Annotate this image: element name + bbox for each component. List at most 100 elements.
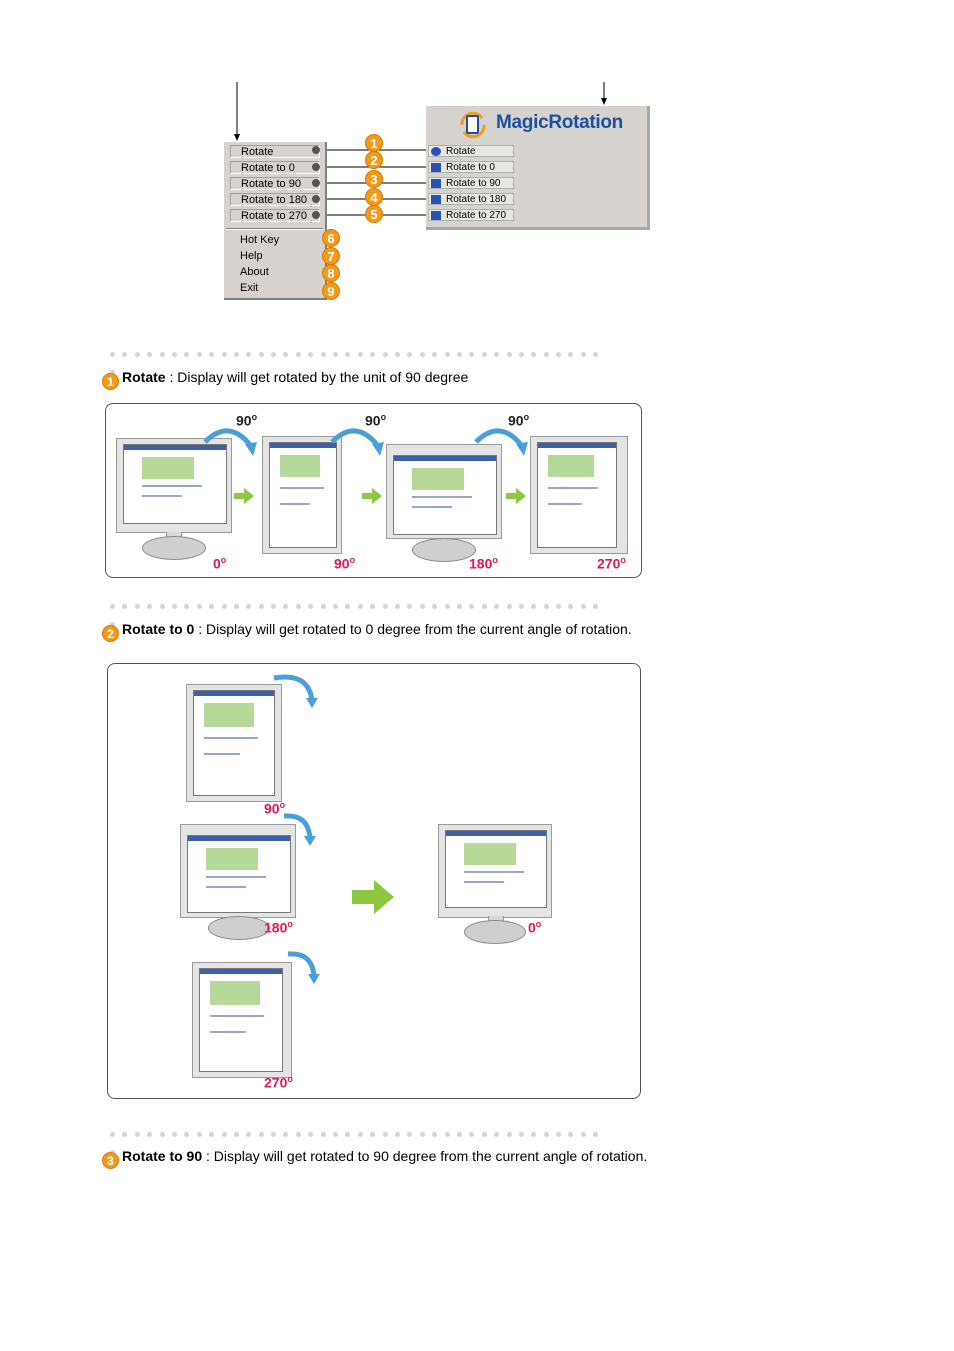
separator-dot [333,604,339,609]
separator-dot [556,352,562,357]
separator-dot [568,1132,574,1137]
separator-dot [543,352,549,357]
monitor-0-icon [431,163,441,172]
separator-dot [432,352,438,357]
separator-dot [258,604,264,609]
menu-connector-dots [312,146,320,219]
separator-dot [481,604,487,609]
separator-dot [295,604,301,609]
separator-dot [110,622,115,627]
separator-dot [147,1132,153,1137]
section-title: Rotate [122,369,166,385]
separator-dot [147,604,153,609]
monitor-stand [208,916,270,940]
separator-dot [196,604,202,609]
mr-item-rotate-to-180[interactable]: Rotate to 180 [428,193,514,205]
menu-item-rotate-to-90[interactable]: Rotate to 90 [230,177,320,190]
mr-item-rotate-to-0[interactable]: Rotate to 0 [428,161,514,173]
separator-dot [171,604,177,609]
menu-item-rotate-to-270[interactable]: Rotate to 270 [230,209,320,222]
separator-dot [543,1132,549,1137]
menu-item-rotate-to-180[interactable]: Rotate to 180 [230,193,320,206]
separator-dot [370,604,376,609]
badge-5: 5 [365,205,383,223]
section-description: : Display will get rotated to 0 degree f… [194,621,632,637]
menu-item-exit[interactable]: Exit [240,282,259,294]
degree-label-bottom: 90o [334,555,356,572]
monitor-portrait-270 [192,962,292,1078]
mr-item-rotate[interactable]: Rotate [428,145,514,157]
separator-dot [233,352,239,357]
badge-2: 2 [365,151,383,169]
separator-dot [580,352,586,357]
rotation-arrow-icon [287,951,320,984]
dotted-separator [110,596,610,627]
separator-dot [382,352,388,357]
separator-dot [171,1132,177,1137]
separator-dot [271,1132,277,1137]
separator-dot [134,604,140,609]
menu-item-rotate[interactable]: Rotate [230,145,320,158]
separator-dot [110,1132,115,1137]
separator-dot [320,352,326,357]
separator-dot [456,604,462,609]
rotation-arrow-icon [283,813,316,846]
rotation-arrow-icon [330,428,384,456]
separator-dot [110,604,115,609]
separator-dot [122,1132,128,1137]
separator-dot [593,1132,599,1137]
section-title: Rotate to 0 [122,621,195,637]
degree-label: 0o [528,919,542,936]
arrow-right-icon [506,488,526,504]
separator-dot [568,352,574,357]
separator-dot [283,1132,289,1137]
separator-dot [531,604,537,609]
separator-dot [518,604,524,609]
mr-item-rotate-to-270[interactable]: Rotate to 270 [428,209,514,221]
rotate-icon [431,147,441,156]
separator-dot [184,352,190,357]
menu-item-rotate-to-0[interactable]: Rotate to 0 [230,161,320,174]
separator-dot [271,352,277,357]
separator-dot [456,1132,462,1137]
separator-dot [394,1132,400,1137]
section-badge: 2 [102,625,119,642]
rotate-to-0-illustration-panel: 90o 180o 270o 0o [107,663,641,1099]
separator-dot [357,352,363,357]
menu-item-hot-key[interactable]: Hot Key [240,234,280,246]
monitor-screen [187,835,291,913]
degree-label-top: 90o [508,412,530,429]
rotation-arrow-icon [203,428,257,456]
separator-dot [407,604,413,609]
mr-item-rotate-to-90[interactable]: Rotate to 90 [428,177,514,189]
separator-dot [221,604,227,609]
degree-label-bottom: 180o [469,555,498,572]
separator-dot [506,1132,512,1137]
separator-dot [556,604,562,609]
separator-dot [382,604,388,609]
separator-dot [134,352,140,357]
monitor-landscape-0 [438,824,552,918]
separator-dot [271,604,277,609]
separator-dot [233,604,239,609]
monitor-stand [464,920,526,944]
separator-dot [407,352,413,357]
separator-dot [394,604,400,609]
separator-dot [134,1132,140,1137]
separator-dot [333,352,339,357]
menu-item-about[interactable]: About [240,266,269,278]
separator-dot [357,604,363,609]
separator-dot [308,352,314,357]
menu-item-help[interactable]: Help [240,250,263,262]
monitor-180-icon [431,195,441,204]
monitor-screen [123,444,227,524]
separator-dot [345,1132,351,1137]
separator-dot [308,604,314,609]
badge-6: 6 [322,229,340,247]
section-title: Rotate to 90 [122,1148,203,1164]
separator-dot [444,1132,450,1137]
monitor-270-icon [431,211,441,220]
arrow-right-icon [234,488,254,504]
magic-rotation-window: MagicRotation Rotate Rotate to 0 Rotate … [426,106,650,230]
